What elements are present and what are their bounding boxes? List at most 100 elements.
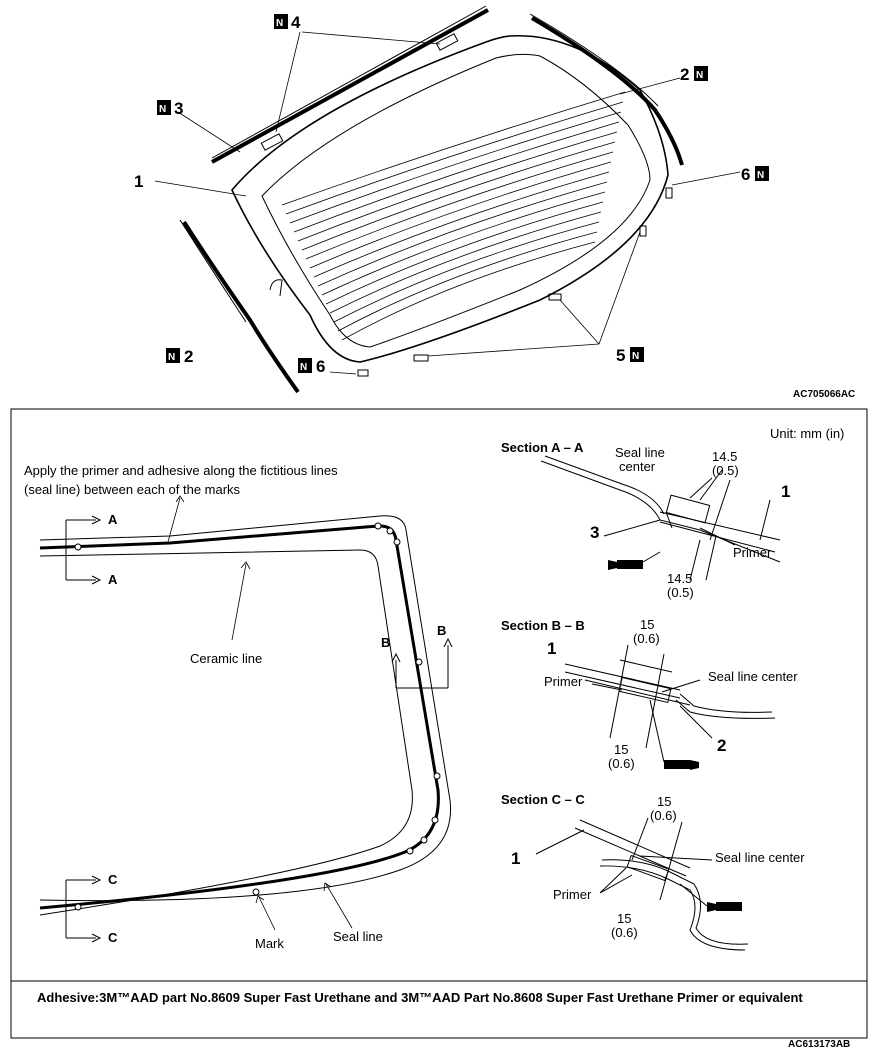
defroster-line (289, 111, 622, 224)
molding-left (182, 220, 300, 394)
callout-2-right: 2 N (680, 65, 708, 84)
section-bb-dim-top-in: (0.6) (633, 631, 660, 646)
svg-text:N: N (300, 362, 307, 373)
section-bb-seal-center: Seal line center (708, 669, 798, 684)
svg-text:N: N (168, 352, 175, 363)
ceramic-line-label: Ceramic line (190, 651, 262, 666)
svg-text:N: N (276, 18, 283, 29)
glass-edge (39, 515, 452, 902)
section-bb-callout-2: 2 (717, 736, 726, 755)
defroster-line (333, 221, 600, 323)
defroster-line (341, 241, 596, 341)
exploded-view (154, 5, 741, 394)
svg-text:3: 3 (174, 99, 183, 118)
callout-2-left: N 2 (166, 347, 193, 366)
section-bb-dim-top: 15 (640, 617, 654, 632)
adhesive-gun-c (679, 883, 742, 912)
svg-text:2: 2 (184, 347, 193, 366)
ceramic-line-path (39, 549, 413, 916)
svg-text:4: 4 (291, 13, 301, 32)
svg-text:5: 5 (616, 346, 625, 365)
section-c-top: C (108, 872, 118, 887)
section-bb: Section B – B 15 (0.6) 1 Seal line cente… (501, 617, 798, 771)
callout-1: 1 (134, 172, 143, 191)
section-aa: Section A – A Seal line center 14.5 (0.5… (501, 440, 790, 600)
glass-outline (231, 34, 669, 363)
window-outline-view (39, 495, 453, 943)
svg-text:N: N (757, 170, 764, 181)
svg-text:N: N (159, 104, 166, 115)
glass-inner-edge (261, 53, 651, 348)
seal-line-label: Seal line (333, 929, 383, 944)
instruction-line-2: (seal line) between each of the marks (24, 482, 241, 497)
section-aa-dim-top-in: (0.5) (712, 463, 739, 478)
section-aa-dim-bottom-in: (0.5) (667, 585, 694, 600)
defroster-line (317, 181, 608, 287)
callout-4: N 4 (274, 13, 301, 32)
section-bb-primer: Primer (544, 674, 583, 689)
section-a-top: A (108, 512, 118, 527)
svg-text:2: 2 (680, 65, 689, 84)
adhesive-note: Adhesive:3M™AAD part No.8609 Super Fast … (37, 990, 803, 1005)
section-bb-dim-bottom: 15 (614, 742, 628, 757)
section-aa-dim-bottom: 14.5 (667, 571, 692, 586)
callout-6-right: 6 N (741, 165, 769, 184)
bottom-diagram-code: AC613173AB (788, 1039, 850, 1050)
defroster-line (309, 161, 612, 269)
section-c-bottom: C (108, 930, 118, 945)
section-cc-primer: Primer (553, 887, 592, 902)
defroster-line (285, 101, 624, 215)
adhesive-note-frame (10, 980, 868, 1039)
adhesive-gun-b (649, 699, 699, 770)
svg-text:N: N (696, 70, 703, 81)
section-cc: Section C – C 15 (0.6) 1 Seal line cente… (501, 792, 805, 951)
defroster-line (281, 91, 626, 206)
top-diagram-code: AC705066AC (793, 389, 855, 400)
defroster-line (321, 191, 606, 296)
seal-line (39, 524, 440, 910)
defroster-grid (281, 91, 626, 341)
defroster-line (313, 171, 610, 278)
section-cc-dim-bottom: 15 (617, 911, 631, 926)
section-aa-callout-3: 3 (590, 523, 599, 542)
top-callouts: 1 N 4 N 3 2 N 6 N N 2 N 6 (134, 13, 769, 376)
section-b-left: B (381, 635, 390, 650)
section-cc-dim-top-in: (0.6) (650, 808, 677, 823)
section-aa-dim-top: 14.5 (712, 449, 737, 464)
defroster-line (337, 231, 598, 332)
svg-text:6: 6 (741, 165, 750, 184)
section-aa-title: Section A – A (501, 440, 584, 455)
defroster-line (325, 201, 604, 305)
section-a-bottom: A (108, 572, 118, 587)
section-cc-dim-bottom-in: (0.6) (611, 925, 638, 940)
defroster-line (329, 211, 602, 314)
defroster-line (305, 151, 614, 260)
adhesive-gun-a (608, 551, 661, 570)
svg-text:6: 6 (316, 357, 325, 376)
section-cc-callout-1: 1 (511, 849, 520, 868)
svg-text:N: N (632, 351, 639, 362)
section-bb-title: Section B – B (501, 618, 585, 633)
defroster-line (293, 121, 620, 233)
callout-5: 5 N (616, 346, 644, 365)
instruction-line-1: Apply the primer and adhesive along the … (24, 463, 338, 478)
callout-6-bottom: N 6 (298, 357, 325, 376)
section-bb-dim-bottom-in: (0.6) (608, 756, 635, 771)
marks (74, 522, 441, 911)
molding-right (530, 16, 684, 166)
molding-top (211, 8, 489, 164)
section-aa-seal-center-1: Seal line (615, 445, 665, 460)
callout-3: N 3 (157, 99, 183, 118)
mark-label: Mark (255, 936, 284, 951)
section-aa-callout-1: 1 (781, 482, 790, 501)
section-aa-seal-center-2: center (619, 459, 656, 474)
unit-label: Unit: mm (in) (770, 426, 844, 441)
section-cc-title: Section C – C (501, 792, 585, 807)
section-bb-callout-1: 1 (547, 639, 556, 658)
defroster-line (301, 141, 616, 251)
section-cc-seal-center: Seal line center (715, 850, 805, 865)
section-b-right: B (437, 623, 446, 638)
section-aa-primer: Primer (733, 545, 772, 560)
section-cc-dim-top: 15 (657, 794, 671, 809)
